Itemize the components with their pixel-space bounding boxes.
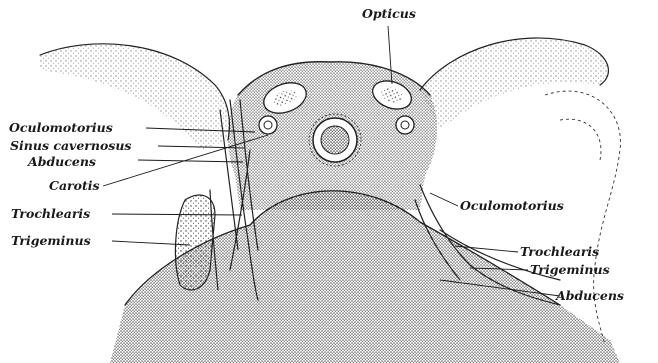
label-oculomotorius-left: Oculomotorius [9,120,113,135]
leader-trochlearis-left [112,214,242,215]
label-sinus-cavernosus: Sinus cavernosus [10,138,131,153]
label-trochlearis-right: Trochlearis [520,244,599,259]
label-carotis: Carotis [49,178,100,193]
leader-oculomotorius-right [430,193,458,206]
label-abducens-left: Abducens [27,154,96,169]
leader-abducens-left [138,160,243,162]
label-trochlearis-left: Trochlearis [11,206,90,221]
label-oculomotorius-right: Oculomotorius [460,198,564,213]
label-trigeminus-right: Trigeminus [530,262,610,277]
label-abducens-right: Abducens [555,288,624,303]
label-opticus: Opticus [362,6,416,21]
right-wing [420,38,608,130]
label-trigeminus-left: Trigeminus [11,233,91,248]
